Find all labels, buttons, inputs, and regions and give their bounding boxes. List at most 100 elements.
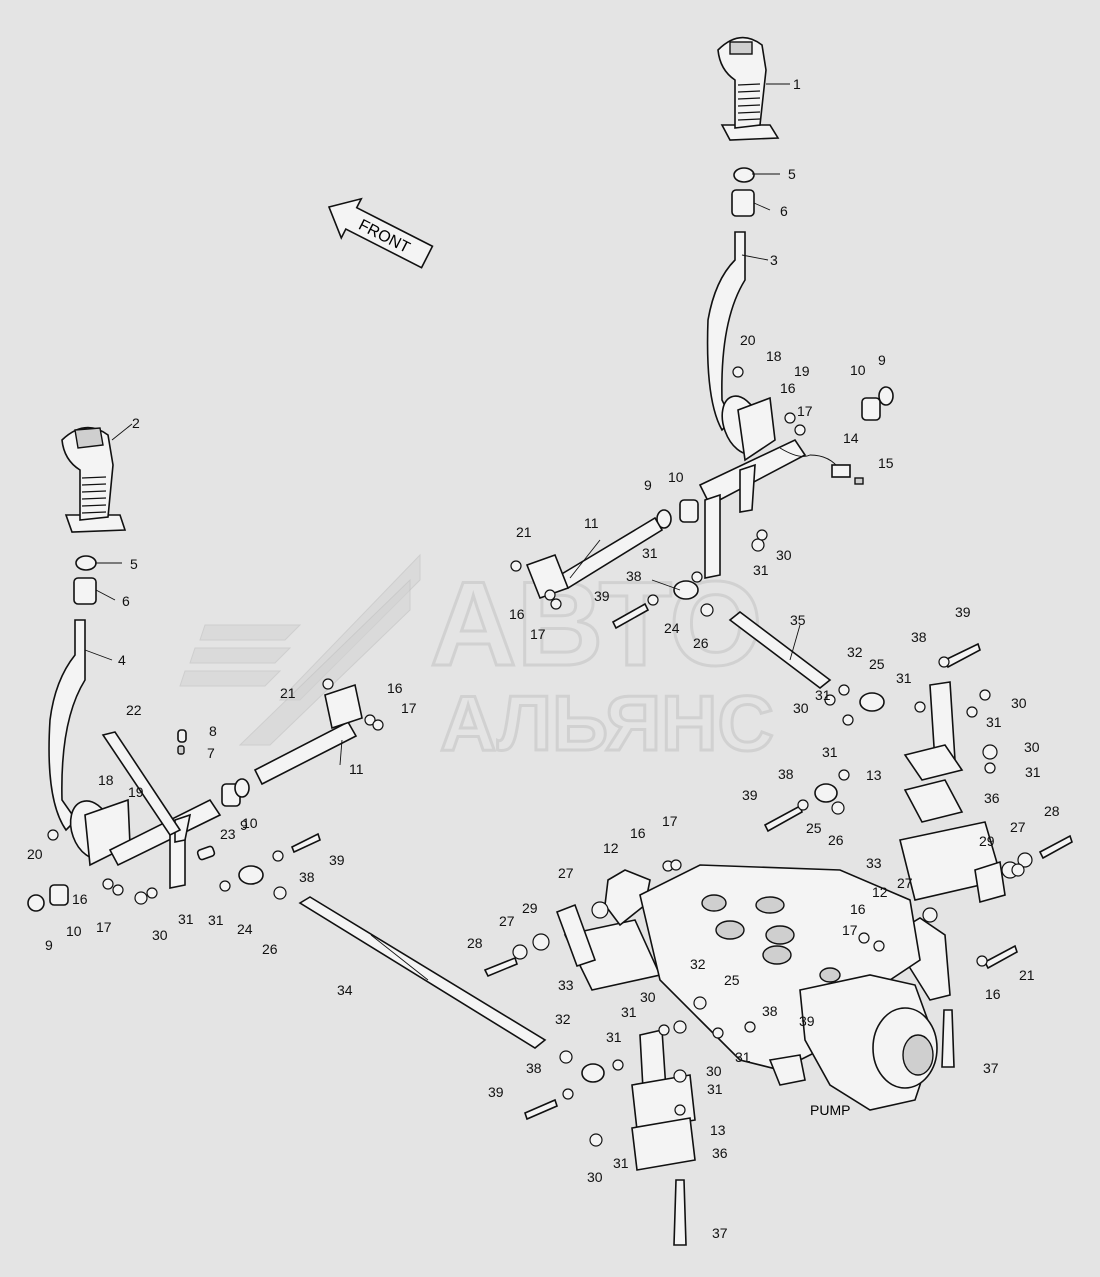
callout-c31b: 31	[753, 562, 769, 578]
callout-c29a: 29	[979, 833, 995, 849]
rod-35	[728, 610, 832, 690]
callout-c30d: 30	[793, 700, 809, 716]
callout-c17f: 17	[96, 919, 112, 935]
callout-c11a: 11	[584, 515, 599, 531]
callout-c30g: 30	[152, 927, 168, 943]
callout-c36a: 36	[984, 790, 1000, 806]
callout-c2: 2	[132, 415, 140, 431]
callout-c27b: 27	[1010, 819, 1026, 835]
callout-c18a: 18	[766, 348, 782, 364]
callout-c16e: 16	[850, 901, 866, 917]
callout-c25c: 25	[724, 972, 740, 988]
callout-c38d: 38	[299, 869, 315, 885]
callout-c17b: 17	[530, 626, 546, 642]
callout-c4: 4	[118, 652, 126, 668]
callout-c36b: 36	[712, 1145, 728, 1161]
watermark-logo	[179, 553, 421, 746]
pump-label: PUMP	[810, 1102, 850, 1118]
callout-c31d: 31	[896, 670, 912, 686]
rod-34	[298, 896, 547, 1049]
bracket-right-2	[739, 463, 756, 513]
callout-c28a: 28	[1044, 803, 1060, 819]
callout-c31m: 31	[178, 911, 194, 927]
callout-c31g: 31	[822, 744, 838, 760]
callout-c26a: 26	[693, 635, 709, 651]
callout-c18b: 18	[98, 772, 114, 788]
callout-c13b: 13	[710, 1122, 726, 1138]
callout-c31n: 31	[208, 912, 224, 928]
watermark-line1: АВТО	[430, 557, 762, 691]
callout-c14: 14	[843, 430, 859, 446]
callout-c39e: 39	[799, 1013, 815, 1029]
callout-c38c: 38	[778, 766, 794, 782]
callout-c30b: 30	[1011, 695, 1027, 711]
joystick-grip-right	[717, 36, 780, 141]
callout-c16b: 16	[509, 606, 525, 622]
callout-c17c: 17	[401, 700, 417, 716]
callout-c31h: 31	[621, 1004, 637, 1020]
callout-c30a: 30	[776, 547, 792, 563]
plate-upper	[525, 553, 570, 600]
callout-c30e: 30	[640, 989, 656, 1005]
callout-c39b: 39	[955, 604, 971, 620]
callout-c38a: 38	[626, 568, 642, 584]
connector	[831, 464, 851, 478]
bushing-left	[73, 577, 97, 605]
callout-c39d: 39	[329, 852, 345, 868]
callout-c16c: 16	[387, 680, 403, 696]
bolt-22	[101, 731, 182, 837]
callout-c31e: 31	[986, 714, 1002, 730]
callout-c31a: 31	[642, 545, 658, 561]
callout-c39a: 39	[594, 588, 610, 604]
callout-c15: 15	[878, 455, 894, 471]
lever-left	[48, 619, 86, 832]
hardware-small	[47, 366, 1033, 1147]
lever-mount-right	[721, 395, 776, 462]
callout-c16f: 16	[985, 986, 1001, 1002]
callout-c35: 35	[790, 612, 806, 628]
nut-right	[733, 167, 755, 183]
callout-c20b: 20	[27, 846, 43, 862]
callout-c5b: 5	[130, 556, 138, 572]
callout-c27a: 27	[558, 865, 574, 881]
callouts: 1234556678999910101010111112121313141516…	[27, 76, 1060, 1241]
callout-c26c: 26	[262, 941, 278, 957]
callout-c21a: 21	[516, 524, 532, 540]
callout-c9a: 9	[878, 352, 886, 368]
callout-c39f: 39	[488, 1084, 504, 1100]
callout-c30f: 30	[706, 1063, 722, 1079]
callout-c20a: 20	[740, 332, 756, 348]
bracket-right	[704, 493, 721, 579]
callout-c12b: 12	[872, 884, 888, 900]
callout-c19a: 19	[794, 363, 810, 379]
callout-c6a: 6	[780, 203, 788, 219]
callout-c37b: 37	[712, 1225, 728, 1241]
callout-c3: 3	[770, 252, 778, 268]
callout-c9d: 9	[45, 937, 53, 953]
callout-c32b: 32	[690, 956, 706, 972]
callout-c24a: 24	[664, 620, 680, 636]
callout-c21c: 21	[1019, 967, 1035, 983]
callout-c31k: 31	[606, 1029, 622, 1045]
callout-c31l: 31	[613, 1155, 629, 1171]
lever-right	[706, 231, 746, 432]
callout-c1: 1	[793, 76, 801, 92]
callout-c31j: 31	[707, 1081, 723, 1097]
callout-c39c: 39	[742, 787, 758, 803]
callout-c29b: 29	[522, 900, 538, 916]
callout-c38f: 38	[526, 1060, 542, 1076]
callout-c30c: 30	[1024, 739, 1040, 755]
callout-c10c: 10	[242, 815, 258, 831]
callout-c31c: 31	[815, 687, 831, 703]
callout-c10b: 10	[668, 469, 684, 485]
callout-c5a: 5	[788, 166, 796, 182]
callout-c31i: 31	[735, 1049, 751, 1065]
front-arrow: FRONT	[327, 197, 434, 269]
cross-shaft-left	[108, 798, 222, 867]
callout-c33a: 33	[866, 855, 882, 871]
watermark: АВТО АЛЬЯНС	[179, 553, 775, 769]
bushing-10-right	[861, 397, 881, 421]
pump-body	[639, 864, 938, 1111]
callout-c17a: 17	[797, 403, 813, 419]
